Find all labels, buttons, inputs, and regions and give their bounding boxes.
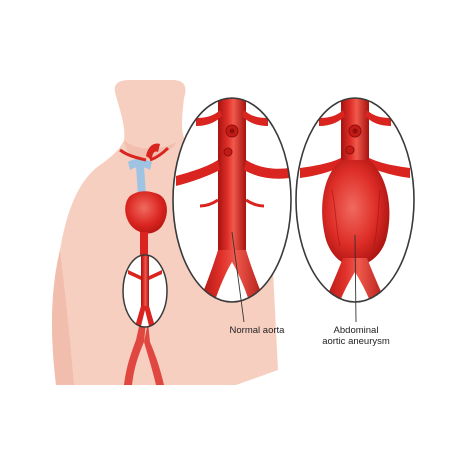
normal-aorta-label: Normal aorta [229,325,285,336]
heart-icon [125,191,167,234]
aneurysm-label-line2: aortic aneurysm [322,336,390,347]
normal-aorta-leader [231,231,245,323]
normal-aorta-lens [172,97,292,303]
normal-aorta-vessel [176,98,290,302]
aneurysm-leader [354,234,357,323]
aneurysm-label: Abdominal aortic aneurysm [311,325,401,347]
body-lens [122,254,168,328]
aneurysm-lens [295,97,415,303]
upper-vessels [119,143,170,196]
aneurysm-label-line1: Abdominal [333,325,379,336]
aneurysm-bulge [322,160,390,266]
